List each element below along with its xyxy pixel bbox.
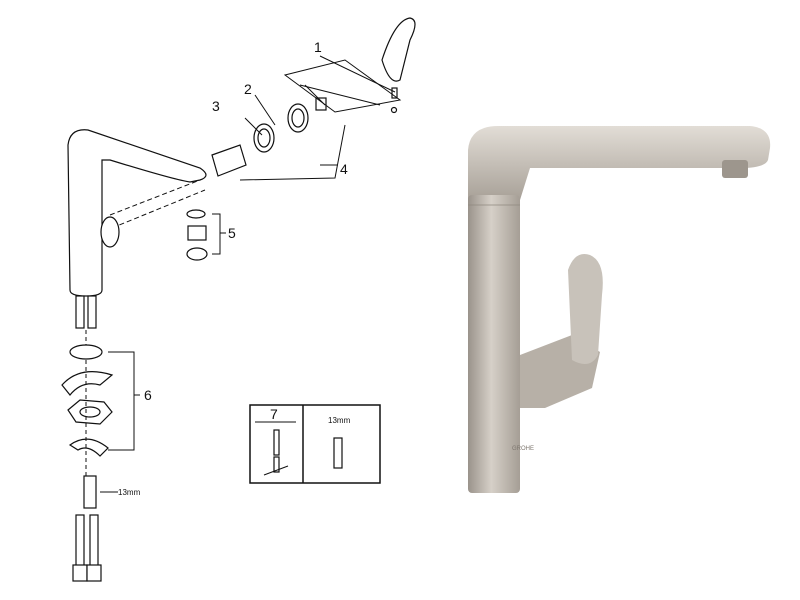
part-label-4: 4 [340, 161, 348, 177]
part-label-5: 5 [228, 225, 236, 241]
tool-number: 7 [270, 406, 278, 422]
mounting-parts [61, 330, 140, 582]
hose-nut-size: 13mm [118, 488, 141, 497]
brand-logo: GROHE [512, 446, 534, 452]
part-label-1: 1 [314, 39, 322, 55]
part-label-2: 2 [244, 81, 252, 97]
part-label-6: 6 [144, 387, 152, 403]
tool-box: 7 13mm [249, 404, 381, 484]
faucet-body-drawing [67, 129, 207, 329]
cartridge-parts [211, 17, 416, 181]
aerator-parts [186, 209, 226, 261]
wrench-size: 13mm [328, 416, 351, 425]
part-label-3: 3 [212, 98, 220, 114]
